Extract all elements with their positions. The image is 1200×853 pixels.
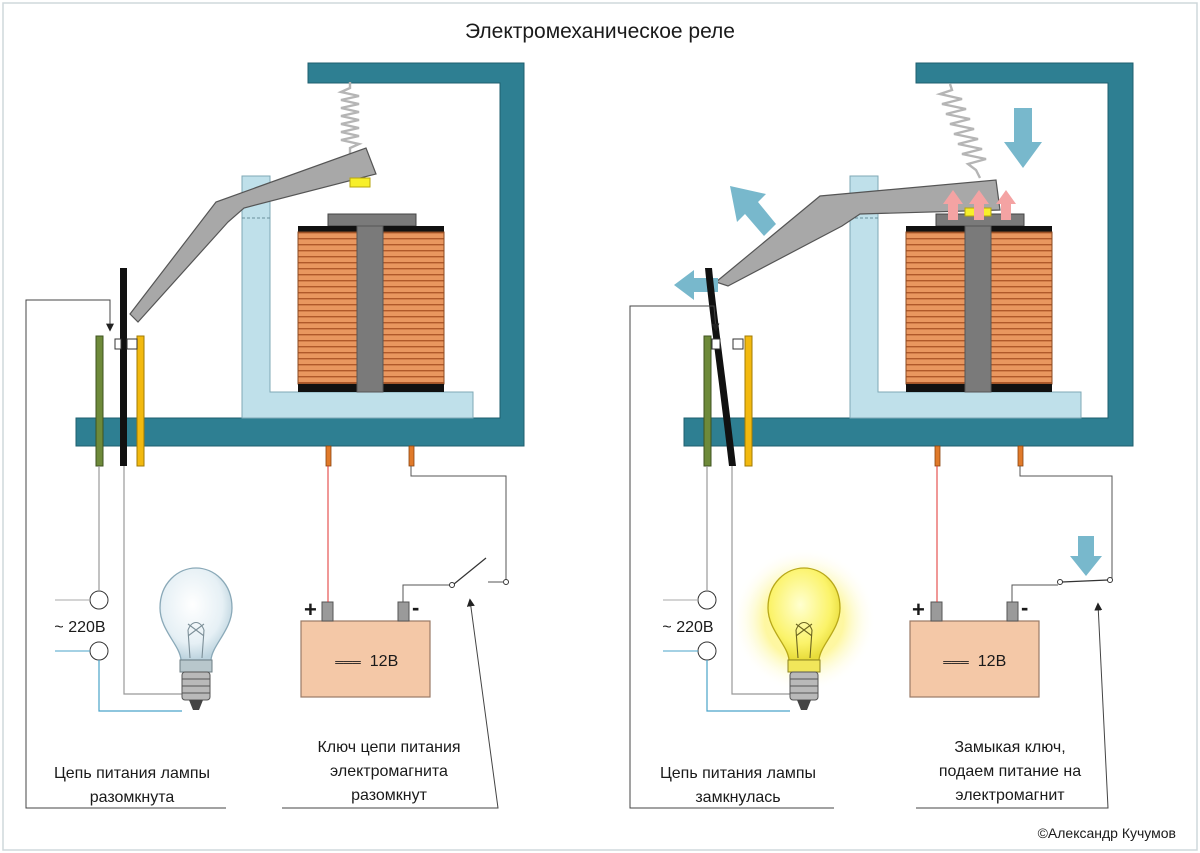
right-lamp-label-line1: Цепь питания лампы [660, 765, 816, 782]
battery-minus-label: - [1021, 595, 1028, 620]
normally-closed-contact [744, 335, 753, 467]
battery-plus-label: + [304, 597, 317, 622]
battery-voltage-label: 12В [978, 653, 1006, 670]
up-left-arrow-icon [730, 186, 776, 236]
ac-voltage-label: ~ 220В [662, 619, 713, 636]
closed-switch [1061, 579, 1109, 583]
down-arrow-icon [1004, 108, 1042, 168]
diagram-title: Электромеханическое реле [465, 20, 735, 43]
return-spring [935, 83, 987, 179]
normally-closed-contact [136, 335, 145, 467]
left-lamp-label-line1: Цепь питания лампы [54, 765, 210, 782]
relay-frame [683, 62, 1134, 447]
battery-voltage-label: 12В [370, 653, 398, 670]
common-contact [705, 268, 736, 466]
left-key-label-line3: разомкнут [351, 787, 428, 804]
magnetic-pull-arrows [943, 190, 1016, 220]
dc-symbol: ═══ [942, 655, 969, 669]
right-relay-closed: ~ 220В + - ═══ 12В Цепь п [629, 62, 1134, 809]
left-key-label-line1: Ключ цепи питания [317, 739, 460, 756]
left-key-label-line2: электромагнита [330, 763, 448, 780]
normally-open-contact [703, 335, 712, 467]
relay-frame [75, 62, 525, 447]
battery-plus-label: + [912, 597, 925, 622]
open-switch [453, 557, 487, 585]
copyright: ©Александр Кучумов [1038, 825, 1176, 841]
right-key-label-line1: Замыкая ключ, [954, 739, 1065, 756]
right-key-label-line3: электромагнит [955, 787, 1065, 804]
lamp-off-icon [159, 567, 233, 710]
common-contact [120, 268, 127, 466]
battery-minus-label: - [412, 595, 419, 620]
left-lamp-label-line2: разомкнута [90, 789, 175, 806]
armature-lever [714, 179, 1001, 287]
return-spring [337, 82, 363, 154]
normally-open-contact [95, 335, 104, 467]
switch-press-arrow-icon [1070, 536, 1102, 576]
ac-voltage-label: ~ 220В [54, 619, 105, 636]
lamp-on-icon [767, 567, 841, 710]
left-arrow-icon [674, 270, 718, 300]
coil-core [964, 225, 992, 393]
armature-lever [129, 147, 377, 323]
dc-symbol: ═══ [334, 655, 361, 669]
battery-12v [300, 620, 431, 698]
coil-core [356, 225, 384, 393]
right-key-label-line2: подаем питание на [939, 763, 1081, 780]
pole-piece [327, 213, 417, 227]
left-relay-open: ~ 220В + - ═══ 12В Цепь питани [25, 62, 525, 809]
battery-12v [909, 620, 1040, 698]
right-lamp-label-line2: замкнулась [695, 789, 780, 806]
